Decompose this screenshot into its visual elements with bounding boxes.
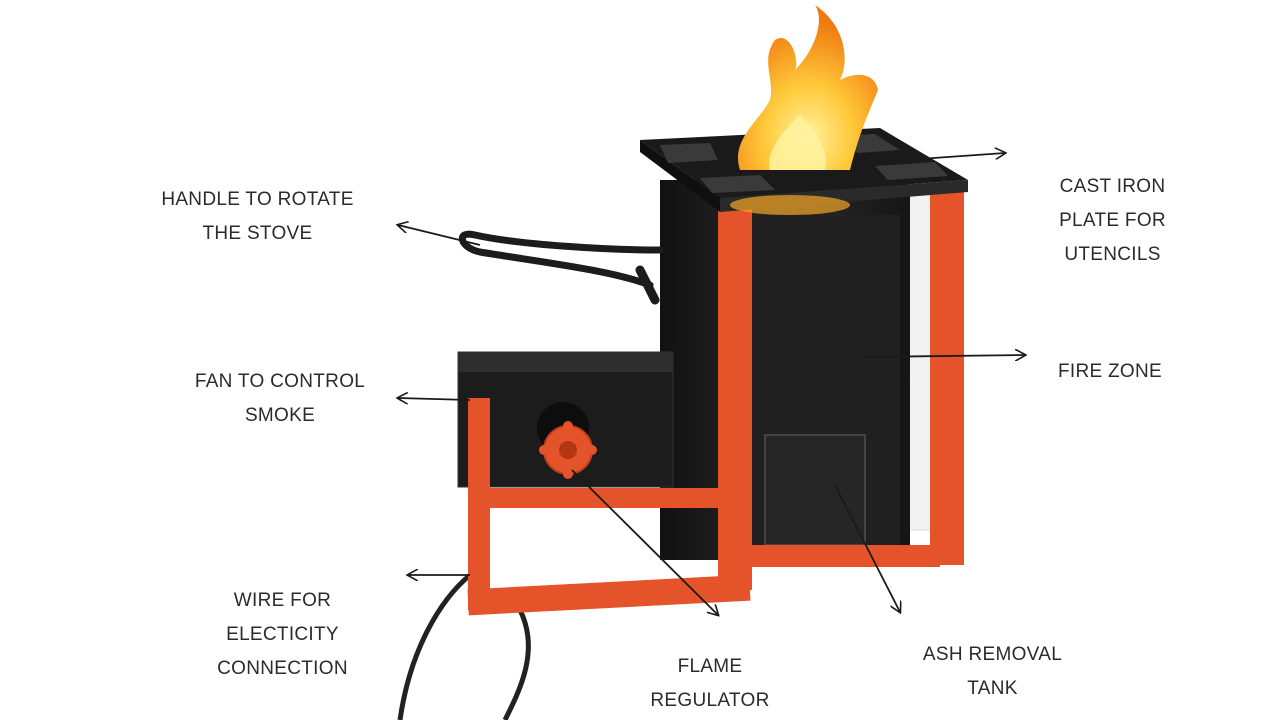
callout-arrows — [398, 153, 1025, 615]
label-flame-regulator: FLAME REGULATOR — [630, 650, 790, 718]
label-ash-tank-line-1: ASH REMOVAL — [922, 644, 1063, 665]
label-fire-zone-line-1: FIRE ZONE — [1057, 361, 1163, 382]
label-wire: WIRE FOR ELECTICITY CONNECTION — [200, 584, 365, 686]
arrow-cast-iron — [904, 153, 1005, 161]
label-handle-line-2: THE STOVE — [202, 223, 313, 244]
label-cast-iron-line-1: CAST IRON — [1059, 176, 1166, 197]
label-wire-line-1: WIRE FOR — [233, 590, 332, 611]
arrow-fan — [398, 398, 471, 400]
label-fan: FAN TO CONTROL SMOKE — [180, 365, 380, 433]
label-cast-iron-line-3: UTENCILS — [1064, 244, 1161, 265]
label-flame-regulator-line-1: FLAME — [677, 656, 743, 677]
arrow-fire-zone — [864, 355, 1025, 357]
label-fan-line-2: SMOKE — [244, 405, 316, 426]
label-flame-regulator-line-2: REGULATOR — [650, 690, 770, 711]
stove-frame — [467, 190, 964, 616]
arrow-flame-regulator — [571, 469, 718, 615]
label-handle: HANDLE TO ROTATE THE STOVE — [150, 183, 365, 251]
label-ash-tank-line-2: TANK — [967, 678, 1018, 699]
flame-regulator-knob — [539, 421, 597, 479]
label-wire-line-2: ELECTICITY — [226, 624, 339, 645]
label-ash-tank: ASH REMOVAL TANK — [900, 638, 1085, 706]
fan-box-top — [458, 352, 673, 372]
rotation-handle-grip — [635, 265, 660, 305]
arrow-ash-tank — [834, 484, 900, 612]
rotation-handle — [459, 230, 664, 289]
label-fire-zone: FIRE ZONE — [1040, 355, 1180, 389]
power-wire — [502, 608, 531, 720]
fire-flame — [737, 5, 878, 170]
ash-tank-door — [764, 434, 866, 546]
label-handle-line-1: HANDLE TO ROTATE — [161, 189, 354, 210]
label-wire-line-3: CONNECTION — [217, 658, 348, 679]
power-wire-loop — [397, 573, 472, 720]
arrow-handle — [398, 225, 481, 246]
label-cast-iron-line-2: PLATE FOR — [1059, 210, 1166, 231]
label-cast-iron: CAST IRON PLATE FOR UTENCILS — [1040, 170, 1185, 272]
label-fan-line-1: FAN TO CONTROL — [194, 371, 366, 392]
